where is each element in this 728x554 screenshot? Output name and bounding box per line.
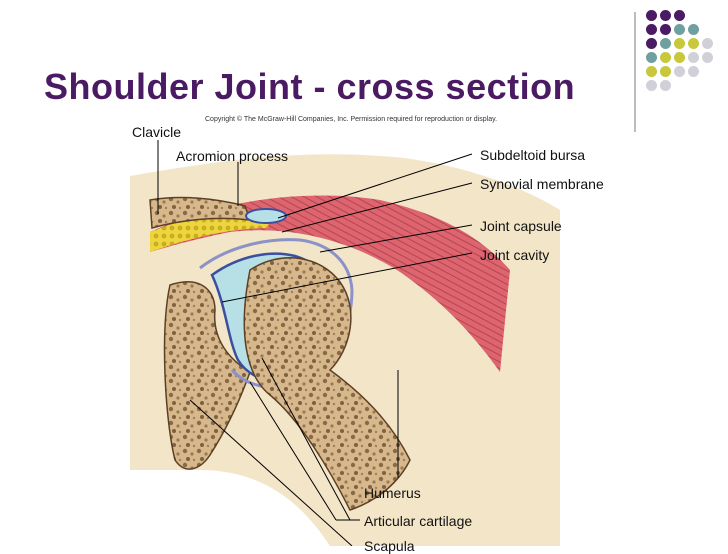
scapula-bone (163, 281, 251, 470)
copyright-notice: Copyright © The McGraw-Hill Companies, I… (205, 116, 498, 123)
label-clavicle: Clavicle (132, 124, 182, 140)
dot-icon (674, 52, 685, 63)
dot-icon (646, 24, 657, 35)
humerus-bone (243, 257, 411, 511)
dot-icon (646, 66, 657, 77)
label-joint-capsule: Joint capsule (480, 218, 562, 234)
dot-icon (674, 38, 685, 49)
deltoid-muscle (150, 195, 510, 372)
label-humerus: Humerus (364, 485, 421, 501)
dot-icon (688, 38, 699, 49)
dot-icon (674, 24, 685, 35)
decorative-dot-grid (646, 10, 726, 110)
dot-icon (674, 10, 685, 21)
dot-icon (660, 80, 671, 91)
slide-title: Shoulder Joint - cross section (44, 66, 576, 107)
dot-icon (660, 10, 671, 21)
dot-icon (646, 52, 657, 63)
dot-icon (660, 38, 671, 49)
title-divider (634, 12, 636, 132)
dot-icon (646, 38, 657, 49)
dot-icon (660, 24, 671, 35)
dot-icon (702, 38, 713, 49)
subdeltoid-bursa (245, 208, 287, 224)
label-scapula: Scapula (364, 538, 415, 554)
label-joint-cavity: Joint cavity (480, 247, 550, 263)
label-subdeltoid-bursa: Subdeltoid bursa (480, 147, 586, 163)
dot-icon (688, 52, 699, 63)
dot-icon (660, 52, 671, 63)
dot-icon (646, 80, 657, 91)
dot-icon (646, 10, 657, 21)
dot-icon (674, 66, 685, 77)
label-acromion-process: Acromion process (176, 148, 289, 164)
label-articular-cartilage: Articular cartilage (364, 513, 473, 529)
subacromial-fat (150, 212, 270, 252)
dot-icon (660, 66, 671, 77)
dot-icon (702, 52, 713, 63)
dot-icon (688, 66, 699, 77)
dot-icon (688, 24, 699, 35)
label-synovial-membrane: Synovial membrane (480, 176, 604, 192)
